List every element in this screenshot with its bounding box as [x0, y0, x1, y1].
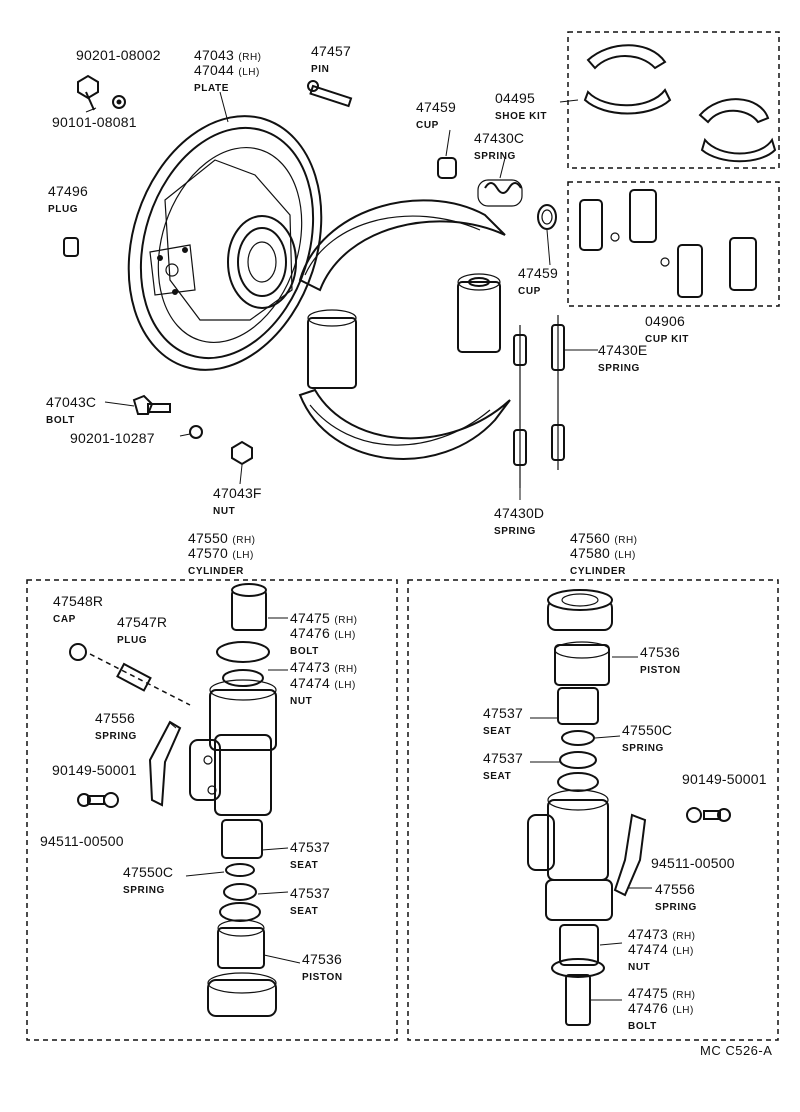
label-47560: 47560 (RH) [570, 530, 638, 546]
shoe-kit-drawing [583, 44, 777, 163]
label-47474-right: 47474 (LH)NUT [628, 941, 694, 973]
label-94511-00500-left: 94511-00500 [40, 833, 124, 849]
label-47475-left: 47475 (RH) [290, 610, 358, 626]
label-47570: 47570 (LH)CYLINDER [188, 545, 254, 577]
label-47473-right: 47473 (RH) [628, 926, 696, 942]
label-47550: 47550 (RH) [188, 530, 256, 546]
wheel-cylinder-center-drawing [307, 273, 501, 389]
label-90149-50001-right: 90149-50001 [682, 771, 767, 787]
label-47474-left: 47474 (LH)NUT [290, 675, 356, 707]
label-47476-right: 47476 (LH)BOLT [628, 1000, 694, 1032]
label-47475-right: 47475 (RH) [628, 985, 696, 1001]
diagram-reference-code: MC C526-A [700, 1043, 773, 1058]
cup-kit-drawing [579, 189, 757, 298]
label-47044: 47044 (LH)PLATE [194, 62, 260, 94]
springs-drawing [477, 179, 565, 488]
label-94511-00500-right: 94511-00500 [651, 855, 735, 871]
hardware-drawing [63, 74, 557, 466]
left-cylinder-box [26, 579, 398, 1041]
label-90201-08002: 90201-08002 [76, 47, 161, 63]
right-cylinder-box [407, 579, 779, 1041]
leader-lines [85, 91, 652, 1001]
label-47473-left: 47473 (RH) [290, 659, 358, 675]
left-cylinder-drawing [69, 583, 277, 1017]
label-90149-50001-left: 90149-50001 [52, 762, 137, 778]
shoe-kit-box [567, 31, 780, 169]
brake-shoes-drawing [298, 199, 511, 460]
label-90201-10287: 90201-10287 [70, 430, 155, 446]
label-47580: 47580 (LH)CYLINDER [570, 545, 636, 577]
cup-kit-box [567, 181, 780, 307]
label-47476-left: 47476 (LH)BOLT [290, 625, 356, 657]
backing-plate-drawing [127, 115, 323, 371]
label-47043: 47043 (RH) [194, 47, 262, 63]
label-90101-08081: 90101-08081 [52, 114, 137, 130]
